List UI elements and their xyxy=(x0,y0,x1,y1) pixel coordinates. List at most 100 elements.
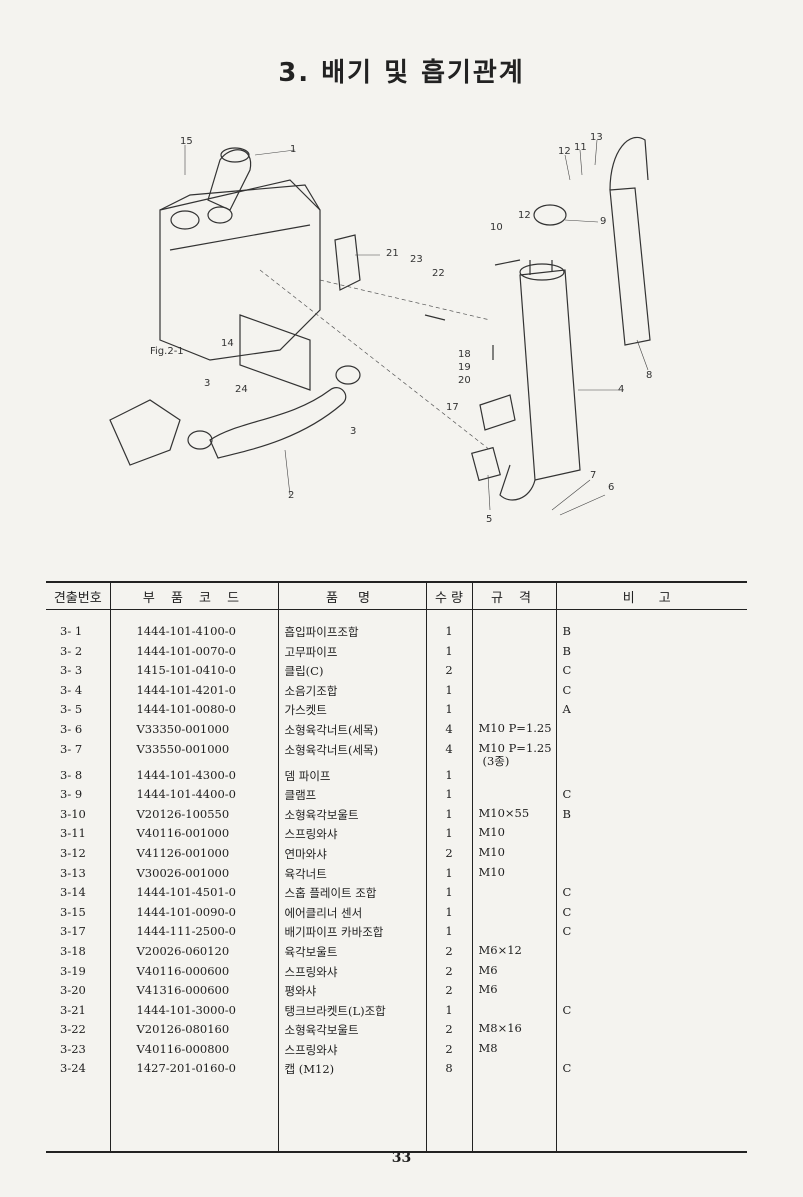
remarks-cell xyxy=(555,963,747,984)
tank-bracket xyxy=(334,234,361,291)
ref-no-cell: 3- 4 xyxy=(60,682,83,697)
callout-2: 2 xyxy=(288,490,295,501)
remarks-cell xyxy=(555,1041,747,1062)
callout-3-left: 3 xyxy=(204,378,211,389)
remarks-cell: A xyxy=(555,702,747,722)
part-code-cell: V40116-000600 xyxy=(109,963,278,984)
quantity-cell: 1 xyxy=(425,904,472,925)
part-name-cell: 캡 (M12) xyxy=(277,1061,426,1082)
spec-cell xyxy=(471,663,556,683)
part-code-cell: V33350-001000 xyxy=(109,721,278,742)
part-name-cell: 고무파이프 xyxy=(277,643,426,664)
spec-cell: M10 P=1.25(3종) xyxy=(471,741,556,768)
callout-12-mid: 12 xyxy=(518,210,531,221)
part-code-cell: V20026-060120 xyxy=(109,943,278,964)
muffler-body xyxy=(519,269,581,481)
part-name-cell: 클립(C) xyxy=(277,663,426,683)
leader-9 xyxy=(564,219,599,223)
part-code-cell: 1444-101-3000-0 xyxy=(109,1002,278,1023)
spec-value: M8 xyxy=(478,1041,498,1055)
spec-value: M8×16 xyxy=(478,1022,522,1036)
remarks-cell: C xyxy=(555,904,747,925)
part-name-cell: 육각너트 xyxy=(277,865,426,886)
parts-drawing xyxy=(109,136,651,516)
part-name-cell: 소형육각너트(세목) xyxy=(277,721,426,742)
quantity-cell: 1 xyxy=(425,767,472,788)
muffler-elbow xyxy=(499,464,536,501)
tail-pipe-top xyxy=(609,136,649,191)
empty-cell xyxy=(555,1081,747,1154)
part-code-cell: 1444-101-0080-0 xyxy=(109,702,278,722)
remarks-cell xyxy=(555,721,747,742)
remarks-cell: B xyxy=(555,609,747,644)
intake-port xyxy=(170,210,200,230)
empty-cell xyxy=(109,1081,278,1154)
spec-value: M6 xyxy=(478,963,498,977)
remarks-cell xyxy=(555,741,747,768)
callout-10: 10 xyxy=(490,222,503,233)
remarks-cell xyxy=(555,767,747,788)
callout-7: 7 xyxy=(590,470,597,481)
part-code-cell: 1427-201-0160-0 xyxy=(109,1061,278,1082)
quantity-cell: 1 xyxy=(425,787,472,807)
part-name-cell: 배기파이프 카바조합 xyxy=(277,924,426,944)
leader-2 xyxy=(284,449,291,496)
empty-cell xyxy=(277,1081,426,1154)
spec-cell xyxy=(471,767,556,788)
page-number: 33 xyxy=(391,1150,412,1166)
remarks-cell xyxy=(555,1022,747,1042)
ref-no-cell: 3-24 xyxy=(60,1061,86,1076)
part-code-cell: V20126-100550 xyxy=(109,806,278,827)
quantity-cell: 2 xyxy=(425,943,472,964)
tail-pipe xyxy=(609,187,651,346)
engine-ridge xyxy=(169,224,311,251)
bolt-22 xyxy=(424,314,446,321)
quantity-cell: 2 xyxy=(425,983,472,1003)
part-name-cell: 스프링와샤 xyxy=(277,1041,426,1062)
remarks-cell: C xyxy=(555,787,747,807)
remarks-cell xyxy=(555,983,747,1003)
quantity-cell: 4 xyxy=(425,741,472,768)
part-code-cell: 1444-111-2500-0 xyxy=(109,924,278,944)
part-code-cell: V40116-001000 xyxy=(109,826,278,846)
quantity-cell: 1 xyxy=(425,826,472,846)
part-code-cell: V41316-000600 xyxy=(109,983,278,1003)
spec-value: M6 xyxy=(478,983,498,997)
exhaust-cover xyxy=(479,394,516,431)
spec-cell: M10×55 xyxy=(471,806,556,827)
spec-cell: M6×12 xyxy=(471,943,556,964)
spec-value: M10 P=1.25 xyxy=(478,741,552,755)
ref-no-cell: 3-18 xyxy=(60,943,86,958)
ref-no-cell: 3-17 xyxy=(60,924,86,939)
table-header-row: 견출번호 부 품 코 드 품 명 수 량 규 격 비 고 xyxy=(46,581,747,610)
spec-cell xyxy=(471,924,556,944)
part-code-cell: 1444-101-0070-0 xyxy=(109,643,278,664)
ref-no-cell: 3- 6 xyxy=(60,721,83,736)
callout-11: 11 xyxy=(574,142,587,153)
muffler-top xyxy=(519,263,565,281)
clip-left xyxy=(187,430,213,450)
leader-5 xyxy=(487,474,491,511)
remarks-cell: C xyxy=(555,1002,747,1023)
quantity-cell: 4 xyxy=(425,721,472,742)
ref-no-cell: 3-22 xyxy=(60,1022,86,1037)
intake-port-2 xyxy=(207,206,233,224)
remarks-cell xyxy=(555,865,747,886)
quantity-cell: 1 xyxy=(425,609,472,644)
spec-value: M10 P=1.25 xyxy=(478,721,552,735)
callout-1: 1 xyxy=(290,144,297,155)
part-name-cell: 흡입파이프조합 xyxy=(277,609,426,644)
part-code-cell: 1444-101-4300-0 xyxy=(109,767,278,788)
quantity-cell: 2 xyxy=(425,1022,472,1042)
page-title: 3. 배기 및 흡기관계 xyxy=(278,58,525,88)
